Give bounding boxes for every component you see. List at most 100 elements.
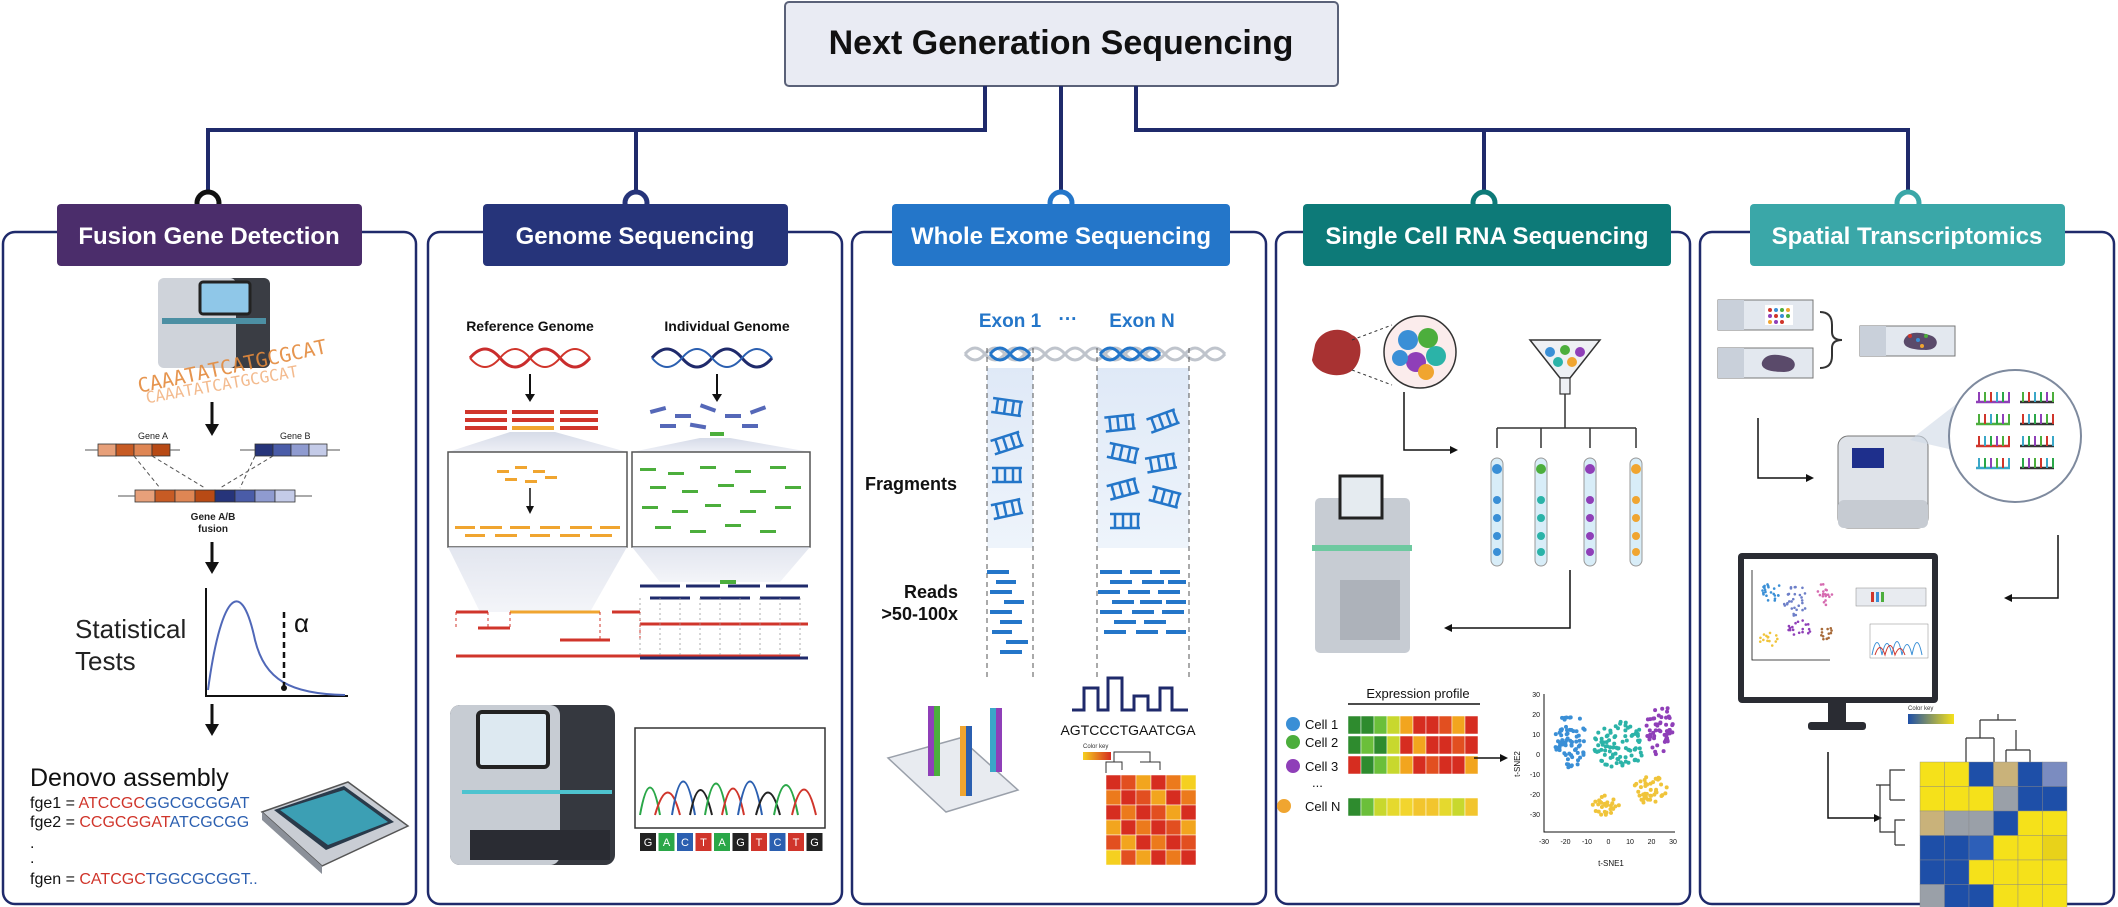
heat-cell xyxy=(1150,804,1167,821)
scatter-dot xyxy=(1643,784,1648,789)
scatter-dot xyxy=(1560,715,1565,720)
scatter-dot xyxy=(1620,739,1625,744)
ind-fragments xyxy=(649,403,767,436)
heat-cell xyxy=(1993,835,2019,861)
ref-genome-label: Reference Genome xyxy=(466,318,594,334)
cell-legend: Cell 1 Cell 2 Cell 3 ... Cell N xyxy=(1277,717,1340,814)
scatter-dot xyxy=(1804,623,1808,626)
scatter-dot xyxy=(1766,639,1769,643)
heat-cell xyxy=(1105,789,1122,806)
heat-cell xyxy=(1944,859,1970,885)
genome-panel: Reference Genome Individual Genome xyxy=(447,318,826,865)
scatter-dot xyxy=(1618,760,1623,765)
scatter-dot xyxy=(1613,734,1618,739)
scatter-dot xyxy=(1596,730,1601,735)
scatter-dot xyxy=(1600,759,1605,764)
exome-fragments xyxy=(990,396,1182,530)
base-letter: C xyxy=(774,837,782,849)
scatter-dot xyxy=(1644,775,1649,780)
scatter-dot xyxy=(1664,785,1669,790)
monitor-icon xyxy=(1738,553,1938,730)
expr-cell xyxy=(1399,797,1414,817)
scatter-dot xyxy=(1825,637,1829,641)
scatter-dot xyxy=(1660,793,1665,798)
scatter-dot xyxy=(1593,736,1598,741)
scatter-dot xyxy=(1829,626,1833,630)
scatter-dot xyxy=(1664,722,1669,727)
scatter-dot xyxy=(1599,800,1604,805)
scatter-dot xyxy=(1574,729,1579,734)
magnifier-circle xyxy=(1948,369,2082,503)
scatter-dot xyxy=(1638,750,1643,755)
scatter-dot xyxy=(1569,763,1574,768)
fusion-title: Fusion Gene Detection xyxy=(78,223,339,250)
scatter-dot xyxy=(1801,586,1804,590)
heat-cell xyxy=(1105,849,1122,866)
scatter-dot xyxy=(1575,762,1580,767)
scatter-dot xyxy=(1593,808,1598,813)
heat-cell xyxy=(1135,774,1152,791)
fgen-line: fgen = CATCGCTGGCGCGGT.. xyxy=(30,871,258,888)
exome-color-key-label: Color key xyxy=(1083,744,1108,750)
base-tile xyxy=(751,833,767,851)
scatter-dot xyxy=(1794,613,1798,617)
scatter-dot xyxy=(1659,782,1664,787)
expr-cell xyxy=(1360,755,1375,775)
scatter-dot xyxy=(1822,637,1825,641)
tsne-x-label: t-SNE1 xyxy=(1598,859,1624,868)
gene-a-label: Gene A xyxy=(138,431,168,441)
scatter-dot xyxy=(1820,627,1824,631)
scatter-dot xyxy=(1602,752,1607,757)
heat-cell xyxy=(1135,789,1152,806)
scatter-dot xyxy=(1638,779,1643,784)
scatter-dot xyxy=(1616,803,1621,808)
scatter-dot xyxy=(1637,738,1642,743)
expr-cell xyxy=(1464,755,1479,775)
base-tile xyxy=(695,833,712,851)
heat-cell xyxy=(1919,884,1945,907)
expr-cell xyxy=(1347,797,1362,817)
scatter-dot xyxy=(1613,804,1618,809)
scatter-dot xyxy=(1661,749,1666,754)
tsne-y-tick: -30 xyxy=(1530,812,1540,819)
base-letter: C xyxy=(681,837,689,849)
scatter-dot xyxy=(1788,626,1792,630)
tsne-y-tick: -20 xyxy=(1530,792,1540,799)
scatter-dot xyxy=(1618,719,1623,724)
scatter-dot xyxy=(1776,637,1779,641)
scatter-dot xyxy=(1623,728,1628,733)
heat-cell xyxy=(1944,884,1970,907)
heat-cell xyxy=(1150,849,1167,866)
heat-cell xyxy=(2042,761,2068,787)
scatter-dot xyxy=(1762,638,1765,642)
base-tile xyxy=(677,833,693,851)
ind-alignment xyxy=(640,580,808,660)
scatter-dot xyxy=(1566,765,1571,770)
scatter-dot xyxy=(1769,591,1773,594)
scatter-dot xyxy=(1648,793,1653,798)
scatter-dot xyxy=(1822,600,1826,604)
dot-2: . xyxy=(30,850,34,867)
scatter-dot xyxy=(1569,753,1574,758)
heat-cell xyxy=(1150,819,1167,836)
heat-cell xyxy=(1165,789,1182,806)
exome-dna xyxy=(963,346,1227,362)
tsne-y-tick: 10 xyxy=(1532,732,1540,739)
heat-cell xyxy=(1135,819,1152,836)
scatter-dot xyxy=(1793,606,1796,610)
fusion-label-1: Gene A/B xyxy=(191,512,236,523)
scatter-dot xyxy=(1777,594,1780,597)
expr-cell xyxy=(1373,797,1388,817)
fragments-label: Fragments xyxy=(865,474,957,494)
scatter-dot xyxy=(1564,738,1569,743)
heat-cell xyxy=(1968,761,1994,787)
scatter-dot xyxy=(1599,736,1604,741)
scatter-dot xyxy=(1789,586,1793,589)
cell-2-label: Cell 2 xyxy=(1305,735,1338,750)
scatter-dot xyxy=(1596,802,1601,807)
scatter-dot xyxy=(1826,627,1829,631)
heat-cell xyxy=(2042,810,2068,836)
heat-cell xyxy=(1105,774,1122,791)
heat-cell xyxy=(1165,804,1182,821)
